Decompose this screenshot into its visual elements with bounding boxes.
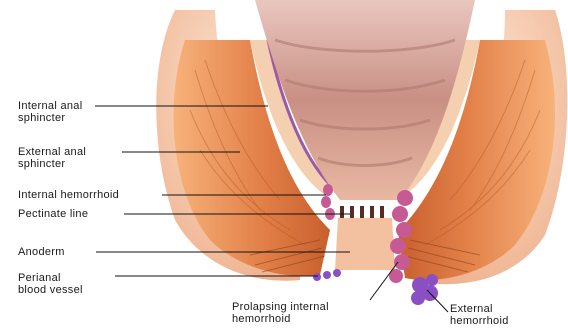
label-prolapsing-internal-hemorrhoid: Prolapsing internal hemorrhoid — [232, 301, 329, 325]
label-anoderm: Anoderm — [18, 246, 65, 258]
label-perianal-blood-vessel: Perianal blood vessel — [18, 272, 83, 296]
label-external-anal-sphincter: External anal sphincter — [18, 146, 86, 170]
label-internal-hemorrhoid: Internal hemorrhoid — [18, 189, 119, 201]
anoderm-region — [335, 218, 395, 270]
label-external-hemorrhoid: External hemorrhoid — [450, 303, 509, 327]
internal-hemorrhoid — [321, 184, 335, 220]
pectinate-teeth — [340, 206, 384, 218]
label-internal-anal-sphincter: Internal anal sphincter — [18, 100, 82, 124]
label-pectinate-line: Pectinate line — [18, 208, 88, 220]
